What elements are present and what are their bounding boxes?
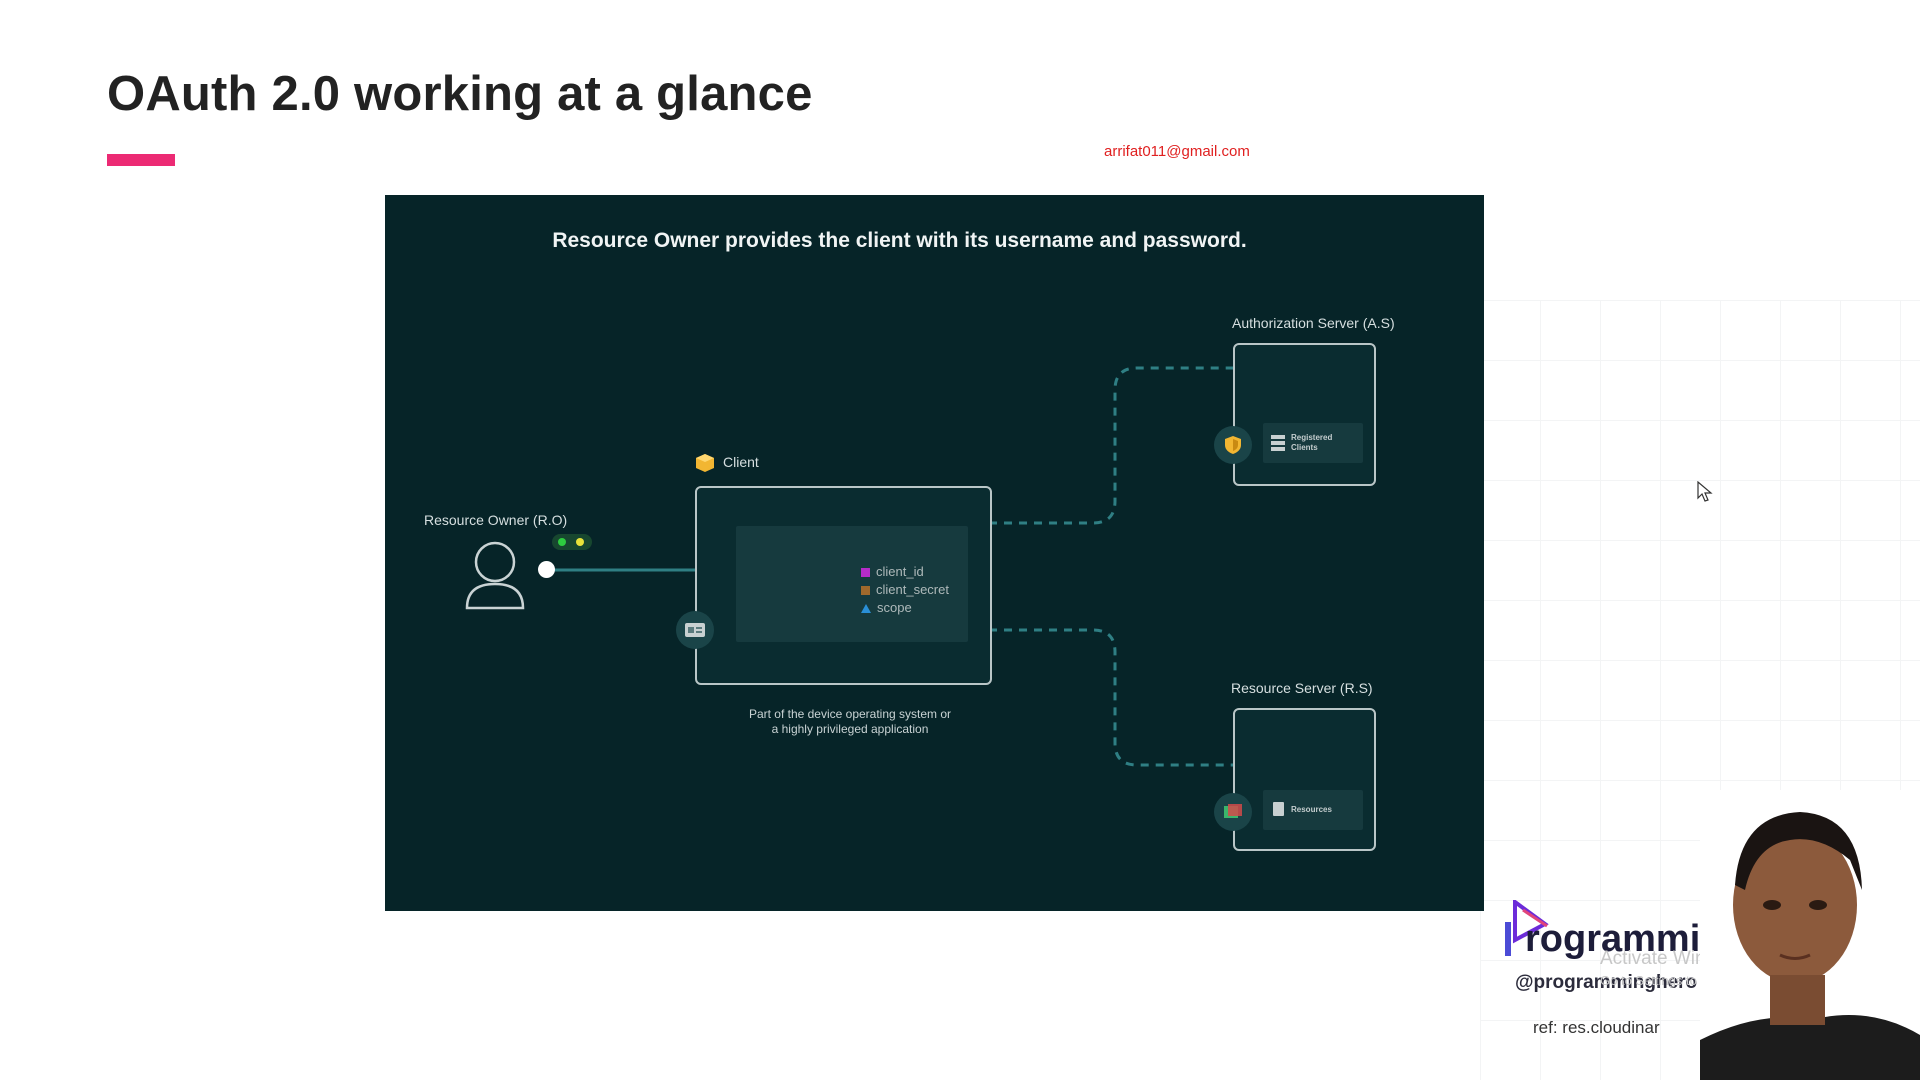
title-accent-bar — [107, 154, 175, 166]
cube-icon — [696, 454, 714, 472]
resource-server-box: Resources — [1233, 708, 1376, 851]
cursor-icon — [1697, 481, 1713, 502]
resource-server-label: Resource Server (R.S) — [1231, 680, 1373, 696]
yellow-dot — [576, 538, 584, 546]
presenter-webcam — [1700, 790, 1920, 1080]
client-resource-line — [989, 628, 1233, 767]
brand-handle: @programminghero — [1515, 972, 1698, 993]
diagram-caption: Resource Owner provides the client with … — [552, 229, 1247, 252]
reference-text: ref: res.cloudinar — [1533, 1018, 1660, 1037]
client-label: Client — [723, 454, 759, 470]
slide-title: OAuth 2.0 working at a glance — [107, 67, 813, 121]
credential-client-id: client_id — [861, 564, 924, 579]
credential-client-secret: client_secret — [861, 582, 949, 597]
scope-icon — [861, 604, 871, 614]
client-box: client_id client_secret scope — [695, 486, 992, 685]
user-icon — [465, 541, 525, 610]
connection-lines — [547, 366, 1233, 767]
branding-overlay: rogrammi @programminghero ref: res.cloud… — [1503, 900, 1920, 1080]
resource-owner-label: Resource Owner (R.O) — [424, 512, 568, 528]
auth-server-label: Authorization Server (A.S) — [1232, 315, 1395, 331]
brand-logo-text: rogrammi — [1525, 918, 1701, 960]
client-note: Part of the device operating system or a… — [748, 707, 952, 736]
client-auth-line — [989, 366, 1233, 525]
document-icon — [1273, 802, 1284, 816]
credential-scope: scope — [861, 600, 912, 615]
id-card-icon — [676, 611, 714, 649]
connector-node — [538, 561, 555, 578]
client-secret-icon — [861, 586, 870, 596]
client-credentials-panel: client_id client_secret scope — [736, 526, 968, 642]
green-dot — [558, 538, 566, 546]
email-watermark: arrifat011@gmail.com — [1104, 143, 1250, 160]
resource-icon — [1214, 793, 1252, 831]
server-icon — [1271, 435, 1285, 451]
client-id-icon — [861, 568, 870, 578]
diagram-panel: Resource Owner provides the client with … — [385, 195, 1484, 911]
status-dots — [552, 534, 592, 550]
resources-chip: Resources — [1263, 790, 1363, 830]
brand-logo-icon — [1505, 900, 1549, 956]
shield-icon — [1214, 426, 1252, 464]
